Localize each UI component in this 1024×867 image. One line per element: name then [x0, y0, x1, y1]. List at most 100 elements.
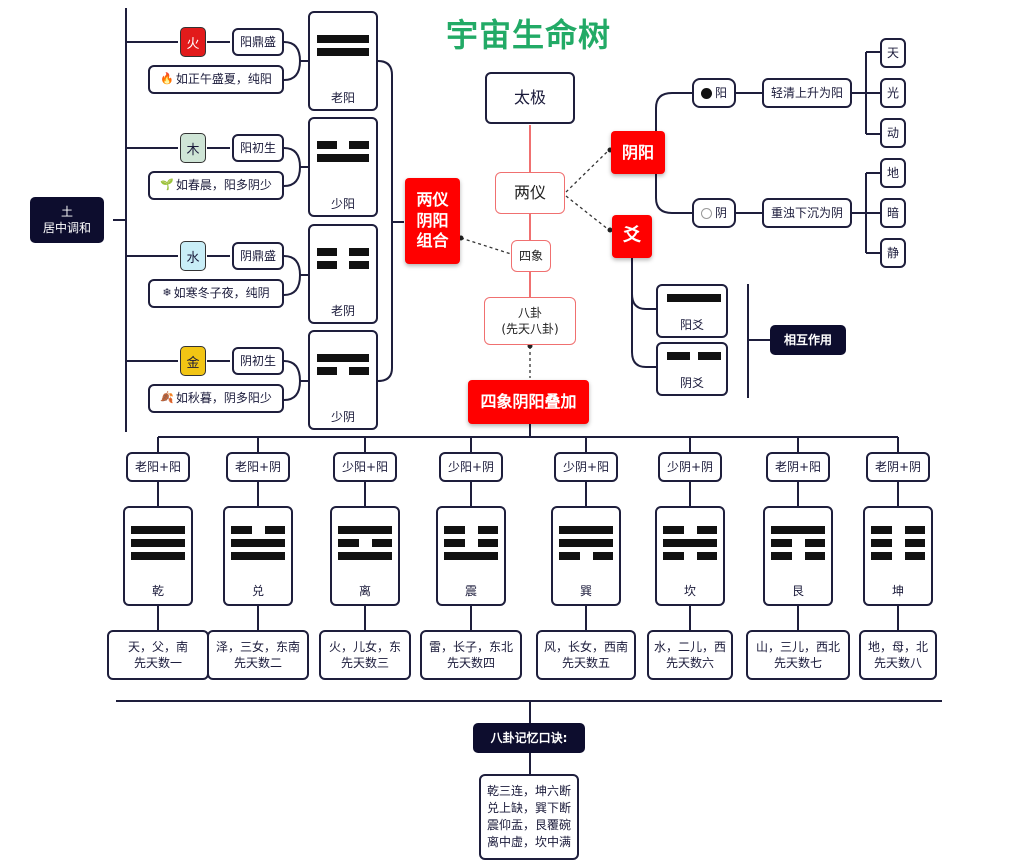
earth-node[interactable]: 土 居中调和: [30, 197, 104, 243]
element-example[interactable]: 🔥如正午盛夏，纯阳: [148, 65, 284, 94]
trigram-combo[interactable]: 老阳+阴: [226, 452, 290, 482]
mnemonic-line: 乾三连，坤六断: [486, 784, 571, 799]
sixiang-hexagram[interactable]: 少阳: [308, 117, 378, 217]
interaction-node[interactable]: 相互作用: [770, 325, 846, 355]
trait-earth[interactable]: 地: [880, 158, 906, 188]
yang-line-icon: [317, 35, 369, 43]
trigram-card[interactable]: 震: [436, 506, 506, 606]
element-example[interactable]: ❄如寒冬子夜，纯阴: [148, 279, 284, 308]
yang-line-icon: [559, 539, 613, 547]
trigram-desc-line: 先天数二: [233, 656, 282, 670]
line-segment: [804, 539, 825, 547]
element-desc[interactable]: 阳初生: [232, 134, 284, 162]
yang-line-icon: [317, 354, 369, 362]
trigram-desc[interactable]: 地，母，北先天数八: [859, 630, 937, 680]
trigram-desc[interactable]: 山，三儿，西北先天数七: [746, 630, 850, 680]
trigram-card[interactable]: 巽: [551, 506, 621, 606]
line-segment: [338, 526, 392, 534]
line-segment: [444, 526, 465, 534]
trigram-combo[interactable]: 少阴+阳: [554, 452, 618, 482]
line-segment: [871, 526, 892, 534]
combo-node[interactable]: 两仪 阴阳 组合: [405, 178, 460, 264]
yin-label: 阴: [714, 205, 727, 220]
mnemonic-line: 兑上缺，巽下断: [486, 801, 571, 816]
trait-heaven[interactable]: 天: [880, 38, 906, 68]
line-segment: [349, 261, 369, 269]
sixiang-hexagram[interactable]: 老阳: [308, 11, 378, 111]
trigram-desc-line: 火，儿女，东: [328, 639, 401, 654]
line-segment: [904, 552, 925, 560]
trait-dark[interactable]: 暗: [880, 198, 906, 228]
yin-yao-box[interactable]: 阴爻: [656, 342, 728, 396]
liangyi-node[interactable]: 两仪: [495, 172, 565, 214]
trigram-combo[interactable]: 少阳+阴: [439, 452, 503, 482]
yang-yao-box[interactable]: 阳爻: [656, 284, 728, 338]
yin-line-icon: [338, 539, 392, 547]
sixiang-node[interactable]: 四象: [511, 240, 551, 272]
trigram-desc[interactable]: 雷，长子，东北先天数四: [420, 630, 522, 680]
trigram-combo[interactable]: 老阴+阴: [866, 452, 930, 482]
line-segment: [559, 552, 580, 560]
trigram-card[interactable]: 坎: [655, 506, 725, 606]
yin-line-left-icon: [667, 352, 690, 360]
trigram-card[interactable]: 艮: [763, 506, 833, 606]
trigram-desc[interactable]: 火，儿女，东先天数三: [319, 630, 411, 680]
line-segment: [349, 248, 369, 256]
trigram-combo[interactable]: 老阴+阳: [766, 452, 830, 482]
hexagram-lines: [438, 526, 504, 565]
element-example[interactable]: 🍂如秋暮，阴多阳少: [148, 384, 284, 413]
hexagram-lines: [765, 526, 831, 565]
element-chip[interactable]: 金: [180, 346, 206, 376]
element-desc[interactable]: 阴初生: [232, 347, 284, 375]
line-segment: [771, 526, 825, 534]
yinyang-node[interactable]: 阴阳: [611, 131, 665, 174]
element-chip[interactable]: 火: [180, 27, 206, 57]
line-segment: [231, 552, 285, 560]
element-chip[interactable]: 木: [180, 133, 206, 163]
mnemonic-box[interactable]: 乾三连，坤六断 兑上缺，巽下断 震仰盂，艮覆碗 离中虚，坎中满: [479, 774, 579, 860]
yang-desc[interactable]: 轻清上升为阳: [762, 78, 852, 108]
trigram-combo[interactable]: 少阳+阳: [333, 452, 397, 482]
yin-line-icon: [231, 526, 285, 534]
line-segment: [131, 539, 185, 547]
trigram-desc[interactable]: 泽，三女，东南先天数二: [207, 630, 309, 680]
trigram-card[interactable]: 乾: [123, 506, 193, 606]
trigram-name: 艮: [791, 584, 804, 598]
trait-light[interactable]: 光: [880, 78, 906, 108]
white-dot-icon: [700, 207, 712, 219]
taiji-node[interactable]: 太极: [485, 72, 575, 124]
line-segment: [477, 526, 498, 534]
element-desc[interactable]: 阳鼎盛: [232, 28, 284, 56]
element-desc[interactable]: 阴鼎盛: [232, 242, 284, 270]
yin-desc[interactable]: 重浊下沉为阴: [762, 198, 852, 228]
stack-node[interactable]: 四象阴阳叠加: [468, 380, 589, 424]
snowflake-icon: ❄: [162, 286, 172, 300]
sixiang-hexagram[interactable]: 老阴: [308, 224, 378, 324]
trigram-desc[interactable]: 天，父，南先天数一: [107, 630, 209, 680]
trigram-card[interactable]: 离: [330, 506, 400, 606]
trigram-card[interactable]: 兑: [223, 506, 293, 606]
trigram-combo[interactable]: 老阳+阳: [126, 452, 190, 482]
trigram-combo[interactable]: 少阴+阴: [658, 452, 722, 482]
element-chip[interactable]: 水: [180, 241, 206, 271]
mnemonic-title[interactable]: 八卦记忆口诀:: [473, 723, 585, 753]
trigram-card[interactable]: 坤: [863, 506, 933, 606]
yang-node[interactable]: 阳: [692, 78, 736, 108]
bagua-node[interactable]: 八卦 (先天八卦): [484, 297, 576, 345]
yao-node[interactable]: 爻: [612, 215, 652, 258]
trigram-desc[interactable]: 风，长女，西南先天数五: [536, 630, 636, 680]
combo-line-1: 两仪: [416, 189, 449, 209]
yang-line-icon: [663, 539, 717, 547]
yin-node[interactable]: 阴: [692, 198, 736, 228]
sixiang-name: 少阳: [330, 197, 355, 211]
line-segment: [317, 261, 337, 269]
trigram-desc[interactable]: 水，二儿，西先天数六: [647, 630, 733, 680]
trigram-name: 坎: [683, 584, 696, 598]
element-example-text: 如寒冬子夜，纯阴: [173, 286, 270, 301]
sixiang-hexagram[interactable]: 少阴: [308, 330, 378, 430]
leaf-icon: 🍂: [160, 391, 174, 405]
trait-motion[interactable]: 动: [880, 118, 906, 148]
trait-stillness[interactable]: 静: [880, 238, 906, 268]
trigram-desc-line: 雷，长子，东北: [428, 639, 513, 654]
element-example[interactable]: 🌱如春晨，阳多阴少: [148, 171, 284, 200]
